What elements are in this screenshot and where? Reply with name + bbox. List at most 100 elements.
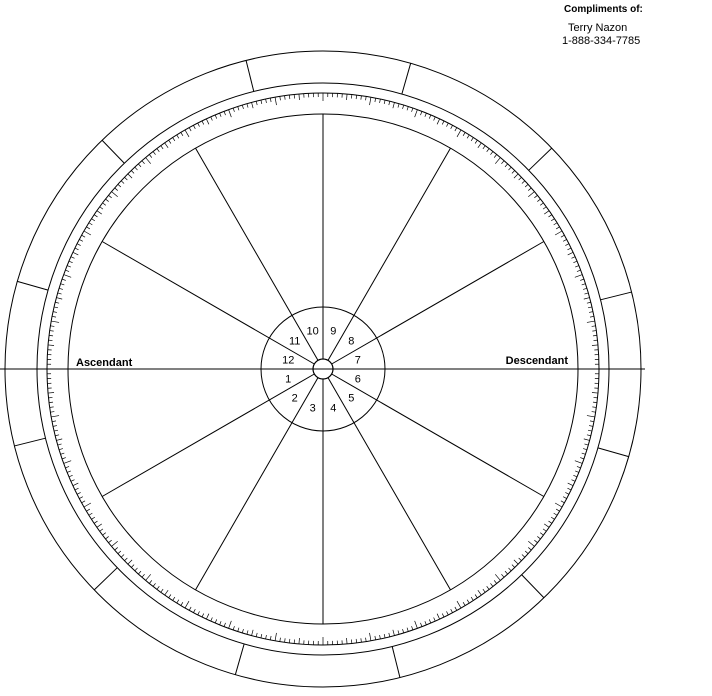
house-number-12: 12 [282, 355, 294, 367]
degree-tick [228, 109, 232, 118]
house-cusp-line [327, 377, 451, 591]
degree-tick [57, 292, 62, 295]
degree-tick [528, 540, 535, 547]
degree-tick [586, 301, 591, 304]
degree-tick [201, 613, 205, 618]
degree-tick [60, 452, 65, 455]
degree-tick [91, 516, 96, 520]
house-cusp-line [101, 373, 315, 497]
degree-tick [528, 191, 535, 198]
degree-tick [52, 420, 57, 423]
degree-tick [562, 239, 567, 242]
degree-tick [193, 125, 196, 130]
degree-tick [149, 580, 153, 584]
degree-tick [411, 107, 414, 112]
degree-tick [462, 601, 466, 606]
degree-tick [58, 448, 63, 451]
degree-tick [565, 243, 570, 246]
degree-tick [493, 580, 497, 584]
degree-tick [574, 274, 583, 278]
degree-tick [446, 122, 449, 127]
degree-tick [454, 127, 458, 132]
degree-tick [524, 550, 529, 554]
degree-tick [214, 114, 218, 119]
degree-tick [232, 107, 235, 112]
degree-tick [554, 230, 563, 236]
degree-tick [188, 606, 192, 611]
degree-tick [521, 554, 526, 558]
degree-tick [583, 287, 588, 290]
degree-tick [428, 114, 432, 119]
degree-tick [583, 297, 590, 300]
degree-tick [402, 104, 405, 109]
degree-tick [518, 177, 522, 181]
degree-tick [374, 635, 377, 640]
degree-tick [567, 247, 572, 251]
degree-tick [454, 606, 458, 611]
house-number-11: 11 [289, 336, 300, 348]
degree-tick [592, 406, 597, 408]
zodiac-divider [17, 280, 49, 291]
credit-compliments: Compliments of: [564, 4, 643, 15]
degree-tick [131, 564, 135, 568]
degree-tick [206, 613, 210, 620]
degree-tick [587, 306, 593, 309]
degree-tick [201, 120, 205, 125]
degree-tick [57, 443, 62, 446]
degree-tick [501, 160, 505, 164]
degree-tick [164, 589, 169, 596]
degree-tick [379, 98, 381, 104]
degree-tick [534, 195, 538, 199]
degree-tick [120, 180, 125, 184]
degree-tick [477, 142, 482, 149]
house-cusp-line [195, 377, 319, 591]
house-cusp-line [101, 241, 315, 365]
degree-tick [52, 315, 57, 318]
degree-tick [369, 97, 372, 106]
degree-tick [580, 457, 585, 460]
degree-tick [108, 539, 112, 543]
degree-tick [428, 619, 432, 624]
zodiac-divider [600, 291, 632, 301]
degree-tick [61, 278, 66, 281]
degree-tick [528, 187, 532, 191]
degree-tick [237, 627, 240, 632]
degree-tick [134, 567, 138, 572]
degree-tick [188, 127, 192, 132]
degree-tick [274, 632, 277, 641]
degree-tick [504, 570, 508, 575]
degree-tick [53, 429, 59, 432]
degree-tick [70, 256, 75, 259]
degree-tick [206, 118, 210, 125]
degree-tick [414, 620, 418, 629]
degree-tick [138, 570, 142, 575]
degree-tick [474, 594, 478, 599]
degree-tick [420, 622, 423, 627]
degree-tick [477, 589, 482, 596]
degree-tick [550, 218, 555, 222]
degree-tick [494, 157, 501, 164]
degree-tick [49, 330, 54, 332]
degree-tick [574, 460, 583, 464]
degree-tick [508, 567, 512, 572]
degree-tick [127, 173, 133, 179]
degree-tick [573, 260, 578, 264]
degree-tick [111, 191, 118, 198]
degree-tick [111, 540, 118, 547]
degree-tick [571, 256, 576, 259]
zodiac-dividers [14, 60, 632, 678]
house-number-9: 9 [330, 325, 336, 337]
degree-tick [269, 98, 272, 103]
degree-tick [591, 325, 596, 327]
degree-tick [176, 599, 180, 604]
degree-tick [397, 630, 400, 635]
house-cusp-line [327, 147, 451, 361]
degree-tick [542, 206, 547, 210]
degree-tick [99, 206, 104, 210]
degree-tick [365, 96, 367, 101]
house-number-7: 7 [355, 355, 361, 367]
degree-tick [298, 637, 300, 644]
degree-tick [55, 434, 60, 437]
degree-tick [392, 102, 395, 109]
degree-tick [265, 634, 267, 640]
